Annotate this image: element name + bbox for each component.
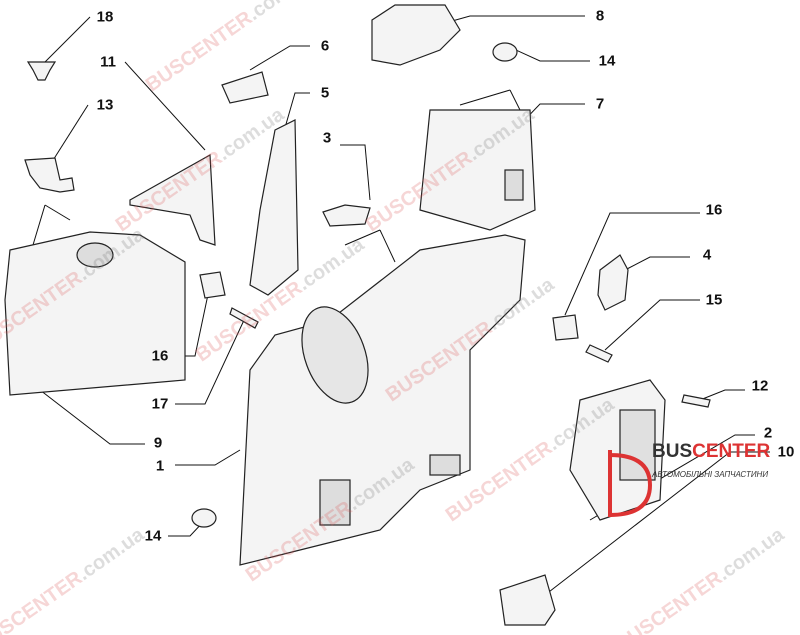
callout-15: 15	[705, 291, 723, 309]
callout-12: 12	[751, 377, 769, 395]
part-1-panel	[239, 234, 526, 566]
callout-9: 9	[153, 434, 163, 452]
callout-14: 14	[598, 52, 616, 70]
part-8-trim	[371, 4, 461, 66]
part-5-pillar	[249, 119, 299, 296]
callout-18: 18	[96, 8, 114, 26]
callout-3: 3	[322, 129, 332, 147]
part-9-panel	[4, 231, 186, 396]
part-4-cover	[597, 254, 629, 311]
callout-11: 11	[100, 53, 116, 71]
part-3-cover	[322, 204, 371, 227]
part-15-screw	[585, 344, 613, 363]
part-14-grommet	[492, 42, 518, 62]
part-12-screw	[681, 394, 711, 408]
callout-7: 7	[595, 95, 605, 113]
callout-13: 13	[96, 96, 114, 114]
callout-10: 10	[777, 443, 795, 461]
part-14-grommet-b	[191, 508, 217, 528]
part-18-clip	[26, 61, 57, 81]
callout-16: 16	[151, 347, 169, 365]
callout-6: 6	[320, 37, 330, 55]
logo-tagline: АВТОМОБІЛЬНІ ЗАПЧАСТИНИ	[652, 470, 769, 479]
logo-brand: BUSCENTER	[652, 441, 771, 462]
part-10-cap	[499, 574, 556, 626]
callout-14: 14	[144, 527, 162, 545]
logo-b-shape	[608, 450, 653, 518]
part-13-clip	[24, 157, 75, 193]
part-17-screw	[229, 307, 259, 329]
callout-16: 16	[705, 201, 723, 219]
callout-17: 17	[151, 395, 169, 413]
part-7-panel	[419, 109, 536, 231]
part-16-clip-b	[552, 314, 579, 341]
callout-4: 4	[702, 246, 712, 264]
part-16-clip-a	[199, 271, 226, 299]
part-11-trim	[129, 154, 216, 246]
callout-5: 5	[320, 84, 330, 102]
part-2-panel	[569, 379, 666, 521]
callout-1: 1	[155, 457, 165, 475]
callout-2: 2	[763, 424, 773, 442]
buscenter-logo: BUSCENTER АВТОМОБІЛЬНІ ЗАПЧАСТИНИ	[600, 440, 800, 510]
callout-8: 8	[595, 7, 605, 25]
part-6-cap	[221, 71, 269, 104]
